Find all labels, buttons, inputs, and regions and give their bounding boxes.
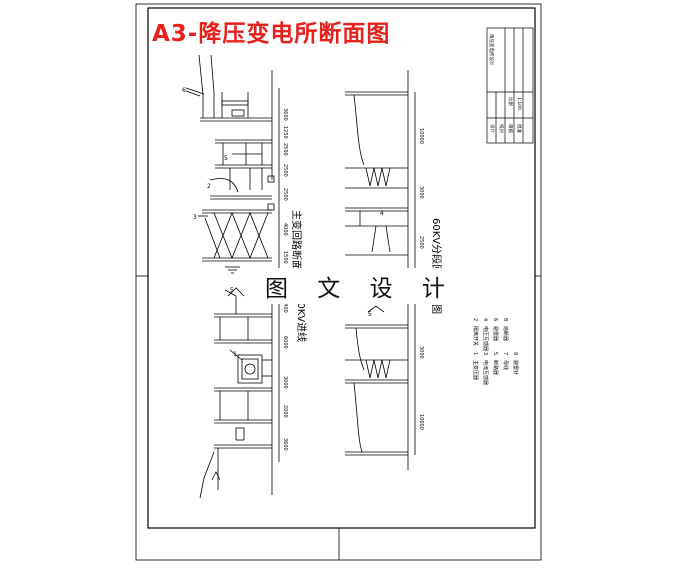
dim-label: 2500 — [282, 164, 288, 177]
svg-text:2: 2 — [207, 183, 211, 190]
legend-number: 8 — [502, 318, 508, 321]
legend-item: 主变压器 — [472, 360, 479, 380]
svg-text:5: 5 — [224, 155, 228, 162]
leader-numbers: 6 3 5 5 1 2 5 4 — [182, 87, 384, 358]
dim-label: 3000 — [418, 346, 424, 359]
dim-label: 6000 — [282, 336, 288, 349]
legend-item: 避雷器 — [492, 326, 499, 341]
drawing-title: A3-降压变电所断面图 — [152, 21, 391, 47]
left-section — [185, 54, 280, 499]
dim-label: 4000 — [282, 223, 288, 236]
dim-label: 1400 — [282, 300, 288, 313]
svg-text:6: 6 — [182, 87, 186, 94]
dim-label: 2500 — [282, 143, 288, 156]
title-block-row: 校对 — [498, 124, 505, 133]
dim-label: 10000 — [418, 414, 424, 430]
legend-number: 6 — [492, 318, 498, 321]
svg-text:4: 4 — [380, 210, 384, 217]
legend: 1 2 3 4 5 6 7 8 9 主变压器 隔离开关 电流互感器 电压互感器 … — [472, 318, 519, 385]
svg-text:1: 1 — [233, 351, 237, 358]
inner-border — [147, 7, 536, 529]
legend-item: 避雷针 — [512, 360, 519, 375]
legend-item: 断路器 — [492, 360, 499, 375]
legend-number: 1 — [472, 352, 478, 355]
dim-label: 3000 — [282, 376, 288, 389]
svg-text:5: 5 — [230, 287, 234, 294]
caption-main-transformer: 主变回路断面图 — [290, 210, 303, 280]
right-dims: 10000 3000 2500 3000 10000 — [418, 128, 424, 430]
svg-text:3: 3 — [193, 214, 197, 221]
outer-frame — [135, 3, 542, 561]
title-block-row: 批准 — [516, 124, 523, 133]
dim-label: 2500 — [282, 188, 288, 201]
dim-label: 3600 — [282, 108, 288, 121]
legend-number: 3 — [482, 352, 488, 355]
legend-item: 电压互感器 — [482, 326, 489, 351]
left-dims: 3600 1250 2500 2500 2500 4000 1500 1400 … — [282, 108, 288, 451]
legend-number: 4 — [482, 318, 488, 321]
dim-label: 1500 — [282, 251, 288, 264]
caption-60kv-incoming: 60KV进线 — [295, 296, 308, 342]
legend-item: 电流互感器 — [482, 360, 489, 385]
title-block-value: 比例 — [507, 97, 514, 106]
title-block-value: 1:100 — [516, 97, 522, 110]
title-block-project: 降压变电所设计 — [488, 34, 495, 66]
legend-number: 9 — [512, 352, 518, 355]
legend-number: 5 — [492, 352, 498, 355]
dim-label: 1250 — [282, 126, 288, 139]
dim-label: 2000 — [282, 405, 288, 418]
watermark-text: 图 文 设 计 — [259, 268, 462, 304]
legend-number: 2 — [472, 318, 478, 321]
title-block-row: 审核 — [507, 124, 514, 133]
dim-label: 10000 — [418, 128, 424, 144]
svg-text:5: 5 — [368, 311, 372, 318]
legend-item: 熔断器 — [502, 326, 509, 341]
title-block-text: 降压变电所设计 设计 校对 审核 批准 比例 1:100 — [488, 34, 523, 133]
title-block — [486, 27, 534, 144]
dim-label: 2500 — [418, 236, 424, 249]
legend-item: 隔离开关 — [472, 326, 479, 346]
title-block-row: 设计 — [489, 124, 496, 133]
dim-label: 3600 — [282, 438, 288, 451]
dim-label: 3000 — [418, 186, 424, 199]
right-section — [345, 70, 416, 470]
legend-item: 母线 — [502, 360, 509, 370]
legend-number: 7 — [502, 352, 508, 355]
